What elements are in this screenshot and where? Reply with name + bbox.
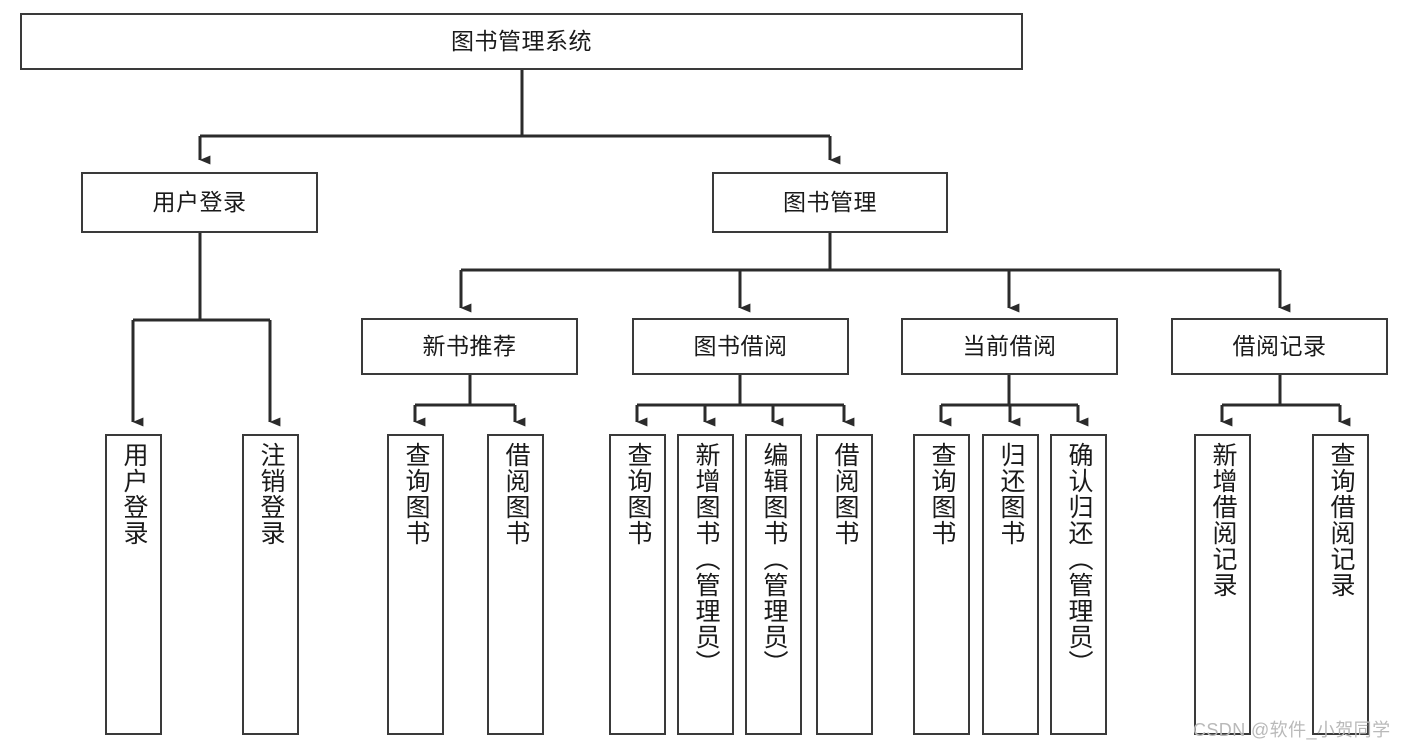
leaf-new-book-borrow[interactable]: 借阅图书	[487, 434, 544, 735]
node-label: 查询图书	[928, 442, 956, 546]
leaf-book-borrow-edit[interactable]: 编辑图书（管理员）	[745, 434, 802, 735]
node-label: 借阅图书	[502, 442, 530, 546]
leaf-current-borrow-return[interactable]: 归还图书	[982, 434, 1039, 735]
node-label: 新增图书（管理员）	[692, 442, 720, 676]
node-label: 借阅图书	[831, 442, 859, 546]
leaf-user-login-login[interactable]: 用户登录	[105, 434, 162, 735]
node-label: 确认归还（管理员）	[1065, 442, 1093, 676]
leaf-current-borrow-query[interactable]: 查询图书	[913, 434, 970, 735]
leaf-book-borrow-query[interactable]: 查询图书	[609, 434, 666, 735]
leaf-current-borrow-confirm-return[interactable]: 确认归还（管理员）	[1050, 434, 1107, 735]
leaf-borrow-record-query[interactable]: 查询借阅记录	[1312, 434, 1369, 735]
node-label: 编辑图书（管理员）	[760, 442, 788, 676]
node-root-book-management-system[interactable]: 图书管理系统	[20, 13, 1023, 70]
node-label: 注销登录	[257, 442, 285, 546]
node-borrow-record[interactable]: 借阅记录	[1171, 318, 1388, 375]
node-label: 借阅记录	[1232, 333, 1327, 360]
node-new-book-recommend[interactable]: 新书推荐	[361, 318, 578, 375]
node-label: 查询图书	[402, 442, 430, 546]
node-current-borrow[interactable]: 当前借阅	[901, 318, 1118, 375]
leaf-new-book-query[interactable]: 查询图书	[387, 434, 444, 735]
leaf-user-login-logout[interactable]: 注销登录	[242, 434, 299, 735]
node-label: 新书推荐	[422, 333, 517, 360]
node-label: 用户登录	[152, 189, 247, 216]
node-label: 归还图书	[997, 442, 1025, 546]
node-label: 图书管理	[783, 189, 877, 216]
leaf-book-borrow-add[interactable]: 新增图书（管理员）	[677, 434, 734, 735]
node-user-login[interactable]: 用户登录	[81, 172, 318, 233]
leaf-book-borrow-borrow[interactable]: 借阅图书	[816, 434, 873, 735]
node-book-borrow[interactable]: 图书借阅	[632, 318, 849, 375]
node-book-management[interactable]: 图书管理	[712, 172, 948, 233]
node-label: 用户登录	[120, 442, 148, 546]
node-label: 新增借阅记录	[1209, 442, 1237, 598]
node-label: 图书管理系统	[451, 28, 592, 55]
node-label: 图书借阅	[693, 333, 788, 360]
node-label: 当前借阅	[962, 333, 1057, 360]
node-label: 查询图书	[624, 442, 652, 546]
leaf-borrow-record-add[interactable]: 新增借阅记录	[1194, 434, 1251, 735]
node-label: 查询借阅记录	[1327, 442, 1355, 598]
